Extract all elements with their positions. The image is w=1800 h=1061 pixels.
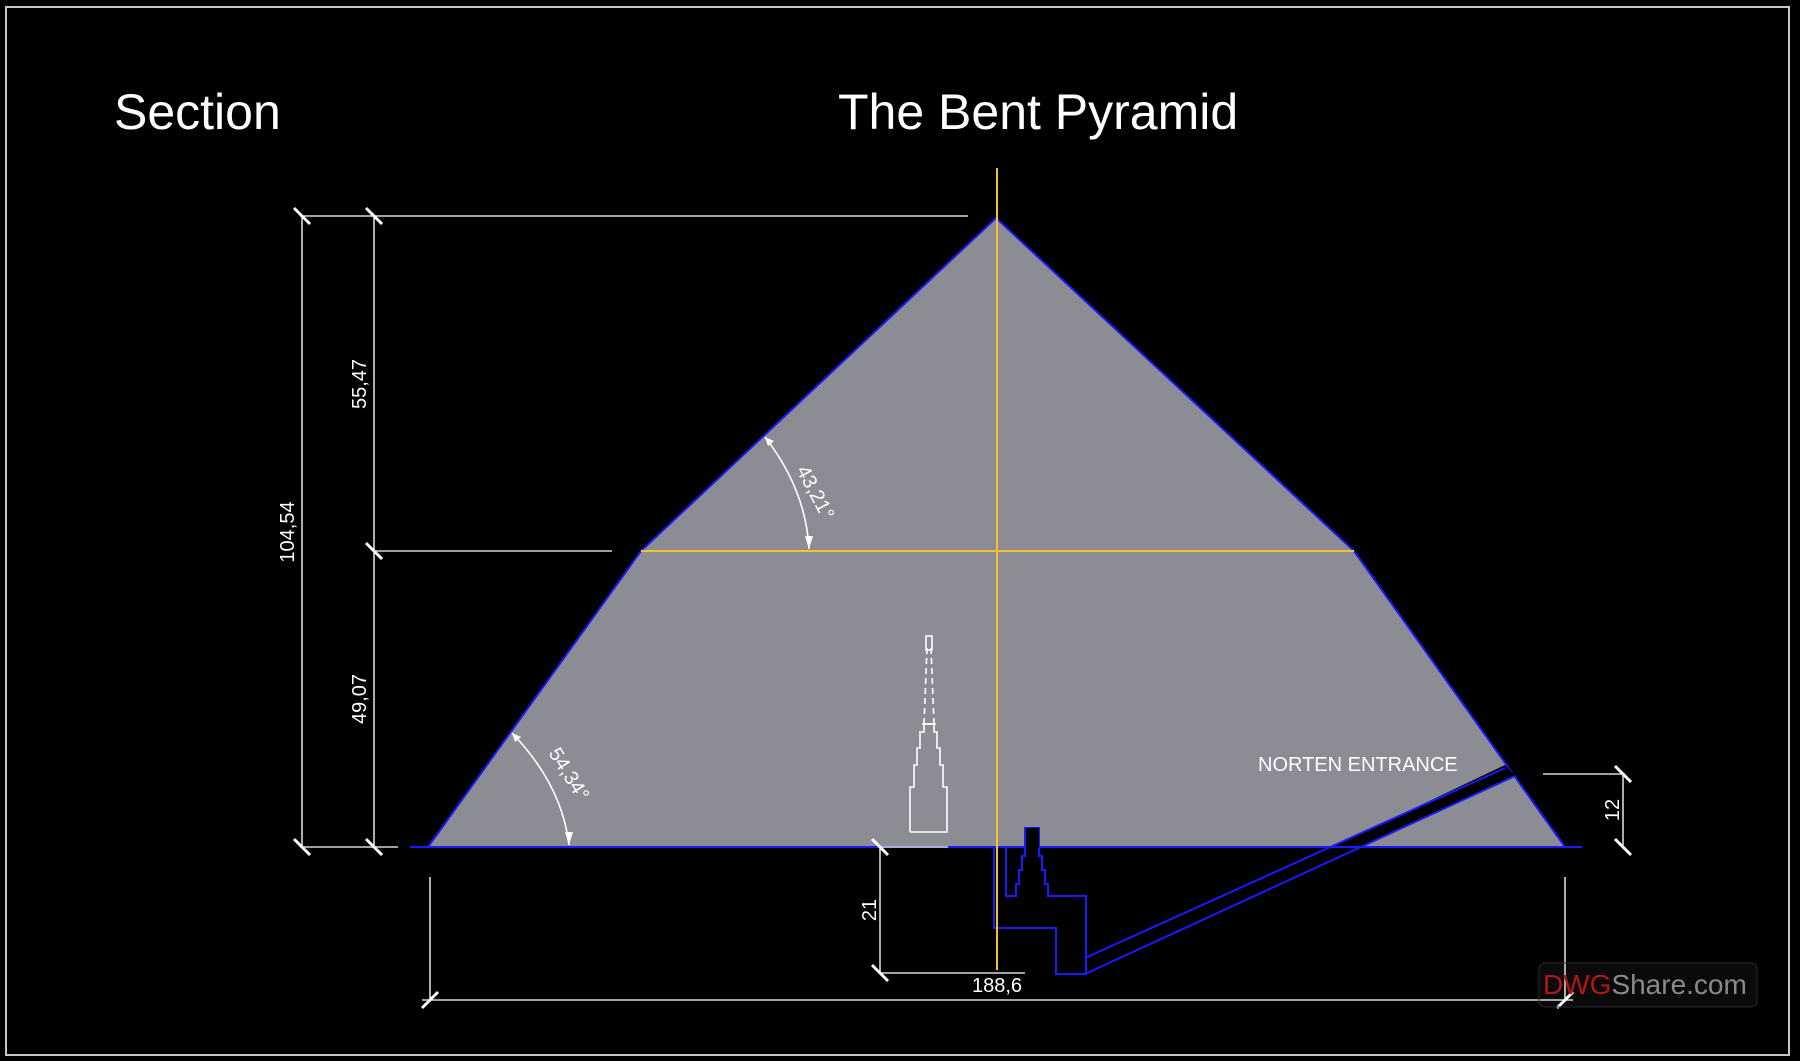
tower-spire-left bbox=[923, 647, 928, 725]
arrowhead bbox=[765, 437, 774, 446]
reference-tower bbox=[909, 635, 948, 833]
entrance-passage bbox=[1085, 765, 1515, 975]
upper-angle-arc bbox=[764, 436, 810, 550]
chamber-outline bbox=[993, 827, 1087, 975]
passage-lower-edge bbox=[1084, 775, 1516, 975]
depth-value: 21 bbox=[859, 899, 881, 921]
base-width-value: 188,6 bbox=[972, 975, 1022, 997]
tick bbox=[1613, 837, 1633, 857]
base-width-dimension: 188,6 bbox=[420, 877, 1575, 1010]
total-height-value: 104,54 bbox=[277, 501, 299, 562]
lower-height-value: 49,07 bbox=[349, 674, 371, 724]
watermark-brand: DWG bbox=[1543, 969, 1611, 1000]
depth-dimension: 21 bbox=[859, 837, 1025, 983]
section-label: Section bbox=[114, 84, 281, 140]
arrowhead bbox=[512, 733, 521, 742]
passage-upper-edge bbox=[1084, 767, 1506, 959]
tick bbox=[870, 837, 890, 857]
lower-angle-arc bbox=[511, 732, 570, 846]
tick bbox=[1613, 764, 1633, 784]
tick bbox=[292, 206, 312, 226]
tower-tip bbox=[925, 635, 933, 651]
tick bbox=[364, 206, 384, 226]
entrance-label: NORTEN ENTRANCE bbox=[1258, 754, 1458, 776]
drawing-frame bbox=[5, 6, 1790, 1056]
tick bbox=[1555, 990, 1575, 1010]
entrance-height-dimension: 12 bbox=[1543, 764, 1633, 857]
tick bbox=[870, 963, 890, 983]
tick bbox=[420, 990, 440, 1010]
tower-spire-right bbox=[930, 647, 935, 725]
tick bbox=[364, 541, 384, 561]
watermark-text: DWGShare.com bbox=[1543, 969, 1747, 1000]
watermark-box bbox=[1538, 962, 1758, 1008]
watermark-domain: Share.com bbox=[1611, 969, 1746, 1000]
upper-height-value: 55,47 bbox=[349, 359, 371, 409]
entrance-height-value: 12 bbox=[1602, 799, 1624, 821]
tick bbox=[292, 837, 312, 857]
chamber-top bbox=[1027, 828, 1039, 848]
drawing-title: The Bent Pyramid bbox=[838, 84, 1238, 140]
height-dimensions: 104,54 55,47 49,07 bbox=[277, 206, 968, 857]
tick bbox=[364, 837, 384, 857]
arrowhead bbox=[805, 536, 813, 549]
arrowhead bbox=[565, 832, 573, 845]
watermark: DWGShare.com bbox=[1538, 962, 1758, 1008]
underground-chambers bbox=[993, 827, 1087, 975]
